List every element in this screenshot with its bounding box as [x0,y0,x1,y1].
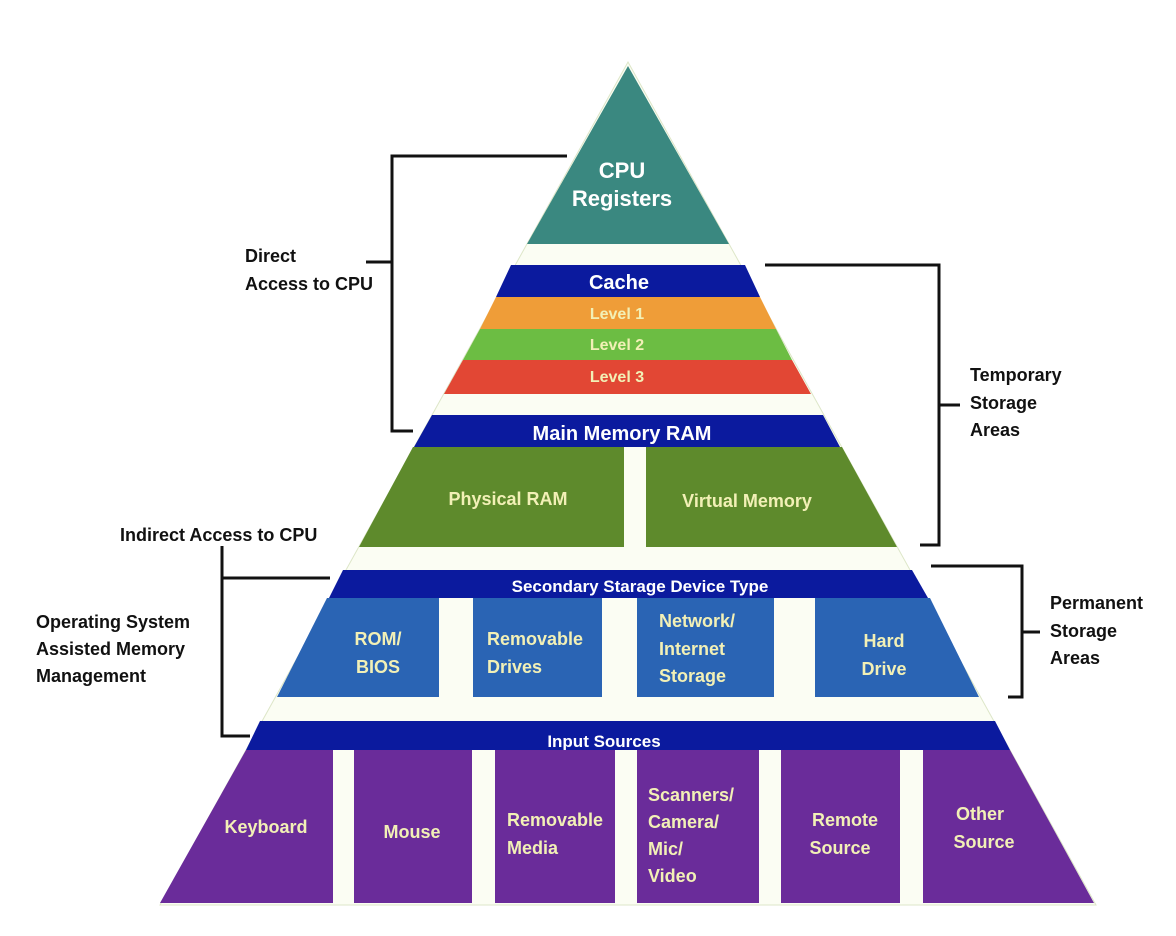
input-other-source-label-line2: Source [953,832,1014,852]
input-keyboard-label: Keyboard [224,817,307,837]
cache-level-3-label: Level 3 [590,369,644,386]
cache-title: Cache [589,272,649,294]
secondary-storage-title: Secondary Starage Device Type [512,577,769,596]
input-sources-title: Input Sources [547,732,660,751]
removable-drives-label-line2: Drives [487,657,542,677]
hard-drive-label-line2: Drive [861,659,906,679]
cpu-registers-label-line1: CPU [599,158,645,183]
input-remote-source-label-line2: Source [809,838,870,858]
input-scanners-label-line2: Camera/ [648,812,719,832]
input-remote-source-label-line1: Remote [812,810,878,830]
input-sources-header-bar [246,721,1010,750]
input-other-source-block [923,750,1094,903]
os-memory-label-line1: Operating System [36,612,190,632]
rom-bios-label-line1: ROM/ [355,629,402,649]
physical-ram-label: Physical RAM [448,489,567,509]
rom-bios-block [277,598,439,697]
direct-access-bracket [366,154,567,433]
virtual-memory-block [646,447,897,547]
input-removable-media-label-line2: Media [507,838,559,858]
input-mouse-block [354,750,472,903]
os-memory-label-line3: Management [36,666,146,686]
cache-level-1-bar [480,297,776,329]
os-memory-label-line2: Assisted Memory [36,639,185,659]
input-scanners-label-line1: Scanners/ [648,785,734,805]
input-keyboard-block [160,750,333,903]
os-managed-bracket [220,546,330,738]
permanent-storage-label-line3: Areas [1050,648,1100,668]
input-other-source-label-line1: Other [956,804,1004,824]
removable-drives-label-line1: Removable [487,629,583,649]
cache-level-3-bar [444,360,811,394]
network-storage-label-line1: Network/ [659,611,735,631]
hard-drive-label-line1: Hard [863,631,904,651]
input-scanners-label-line4: Video [648,866,697,886]
temporary-storage-label-line1: Temporary [970,365,1062,385]
indirect-access-label: Indirect Access to CPU [120,525,317,545]
input-removable-media-label-line1: Removable [507,810,603,830]
input-scanners-block [637,750,759,903]
input-remote-source-block [781,750,900,903]
network-storage-label-line2: Internet [659,639,725,659]
cache-level-1-label: Level 1 [590,306,644,323]
permanent-storage-label-line2: Storage [1050,621,1117,641]
cache-header-bar [496,265,760,297]
virtual-memory-label: Virtual Memory [682,491,812,511]
physical-ram-block [359,447,624,547]
temporary-storage-label-line2: Storage [970,393,1037,413]
network-storage-block [637,598,774,697]
removable-drives-block [473,598,602,697]
cpu-registers-block [527,66,729,244]
input-removable-media-block [495,750,615,903]
input-scanners-label-line3: Mic/ [648,839,683,859]
input-mouse-label: Mouse [383,822,440,842]
cpu-registers-label-line2: Registers [572,186,672,211]
temporary-storage-bracket [765,263,960,547]
secondary-storage-header-bar [329,570,928,598]
direct-access-label-line2: Access to CPU [245,274,373,294]
direct-access-label-line1: Direct [245,246,296,266]
hard-drive-block [815,598,979,697]
network-storage-label-line3: Storage [659,666,726,686]
permanent-storage-bracket [931,564,1040,699]
main-memory-header-bar [414,415,840,447]
cache-level-2-label: Level 2 [590,337,644,354]
main-memory-title: Main Memory RAM [533,423,712,445]
temporary-storage-label-line3: Areas [970,420,1020,440]
cache-level-2-bar [463,329,792,360]
rom-bios-label-line2: BIOS [356,657,400,677]
permanent-storage-label-line1: Permanent [1050,593,1143,613]
